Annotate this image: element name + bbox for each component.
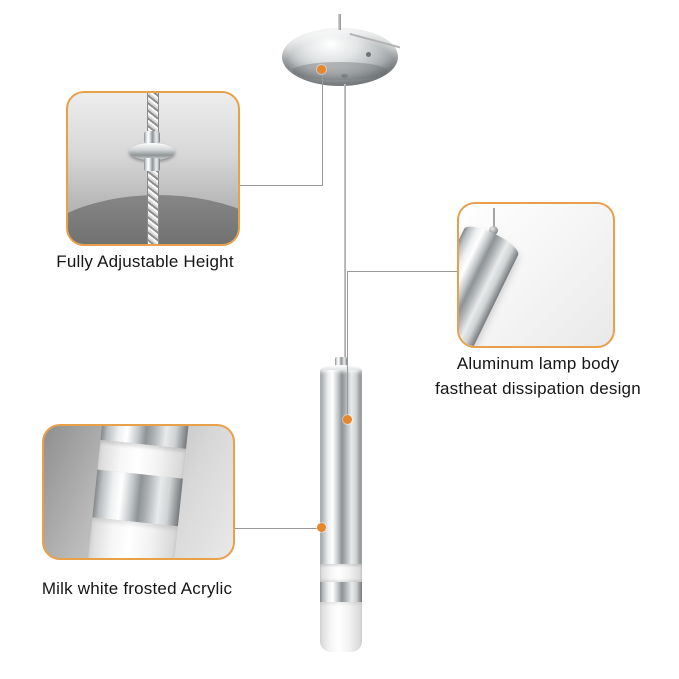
- frosted-acrylic-ring: [320, 564, 362, 582]
- callout-frosted-acrylic: [42, 424, 235, 560]
- connector-line-height-vertical: [322, 70, 323, 186]
- cable-ferrule: [144, 131, 160, 144]
- canopy-pin: [338, 14, 341, 30]
- callout-label-aluminum-body: Aluminum lamp body fastheat dissipation …: [418, 351, 658, 401]
- callout-label-aluminum-body-line2: fastheat dissipation design: [435, 379, 641, 398]
- connector-dot-canopy: [317, 65, 326, 74]
- lamp-body-cylinder: [320, 370, 362, 564]
- adjuster-nut: [144, 158, 160, 171]
- acrylic-section-closeup: [83, 426, 191, 558]
- tube-hanging-wire: [493, 208, 495, 228]
- canopy-cable-hole: [341, 74, 348, 78]
- height-adjuster-disc: [129, 143, 175, 160]
- connector-line-height-horizontal: [236, 185, 323, 186]
- canopy-screw: [366, 52, 371, 57]
- aluminum-tube-closeup: [459, 220, 522, 346]
- pendant-cable: [344, 84, 346, 370]
- connector-line-body-vertical: [347, 271, 348, 420]
- callout-label-aluminum-body-line1: Aluminum lamp body: [456, 354, 620, 373]
- lamp-bottom-diffuser: [320, 602, 362, 652]
- callout-adjustable-height: [66, 91, 240, 246]
- connector-line-acrylic-horizontal: [231, 528, 323, 529]
- lamp-chrome-band: [320, 582, 362, 602]
- callout-label-frosted-acrylic: Milk white frosted Acrylic: [41, 579, 233, 598]
- callout-label-adjustable-height: Fully Adjustable Height: [56, 252, 234, 271]
- connector-dot-acrylic: [317, 523, 326, 532]
- wire-connector-ball: [489, 226, 498, 235]
- connector-line-body-horizontal: [347, 271, 457, 272]
- callout-aluminum-body: [457, 202, 615, 348]
- connector-dot-lamp-body: [343, 415, 352, 424]
- canopy-rim: [292, 62, 388, 80]
- ceiling-canopy: [282, 28, 398, 86]
